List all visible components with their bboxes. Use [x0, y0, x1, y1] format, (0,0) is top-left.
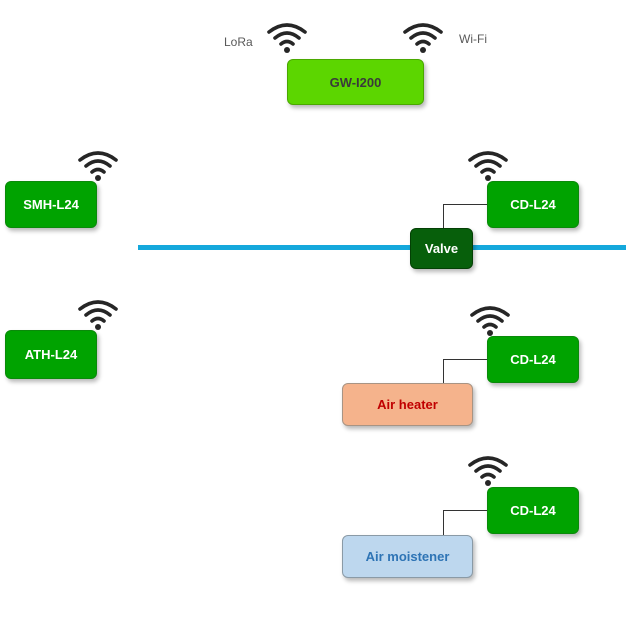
wifi-icon: [470, 303, 510, 337]
connector-line: [443, 359, 487, 360]
connector-line: [443, 359, 444, 384]
device-smh-l24: SMH-L24: [5, 181, 97, 228]
wifi-icon: [267, 20, 307, 54]
wifi-icon: [78, 148, 118, 182]
actuator-air-heater: Air heater: [342, 383, 473, 426]
wifi-icon: [468, 148, 508, 182]
device-cd-l24-bottom: CD-L24: [487, 487, 579, 534]
wifi-icon: [468, 453, 508, 487]
wifi-label: Wi-Fi: [459, 32, 487, 46]
connector-line: [443, 204, 487, 205]
water-pipe: [138, 245, 626, 250]
connector-line: [443, 510, 444, 535]
lora-label: LoRa: [224, 35, 253, 49]
device-cd-l24-top: CD-L24: [487, 181, 579, 228]
device-ath-l24: ATH-L24: [5, 330, 97, 379]
wifi-icon: [78, 297, 118, 331]
connector-line: [443, 510, 487, 511]
device-cd-l24-middle: CD-L24: [487, 336, 579, 383]
wifi-icon: [403, 20, 443, 54]
actuator-valve: Valve: [410, 228, 473, 269]
actuator-air-moistener: Air moistener: [342, 535, 473, 578]
connector-line: [443, 204, 444, 229]
gateway-gw-i200: GW-I200: [287, 59, 424, 105]
